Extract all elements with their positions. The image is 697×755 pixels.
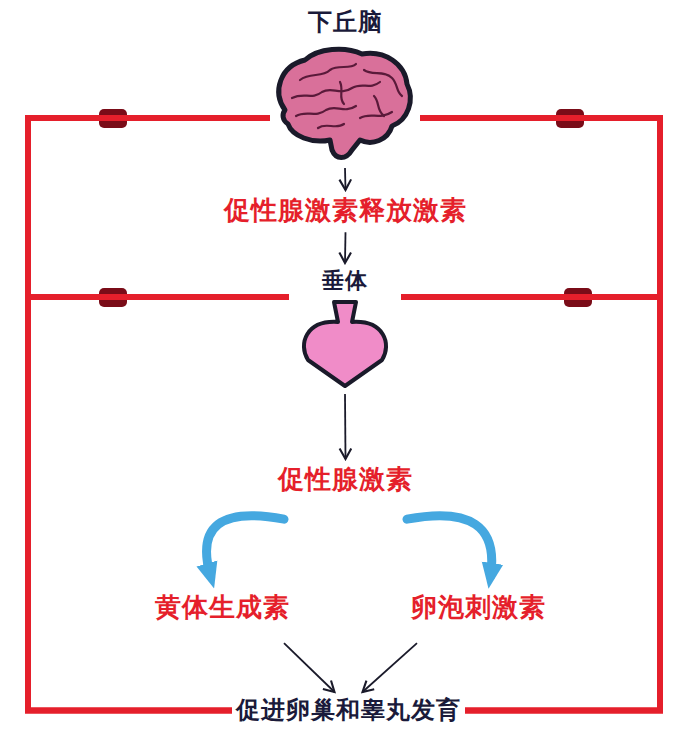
pituitary-illustration xyxy=(304,302,386,386)
node-text: 卵泡刺激素 xyxy=(407,590,550,625)
split-arrow xyxy=(207,516,284,576)
flow-arrow xyxy=(284,643,335,692)
flow-arrow xyxy=(344,232,346,263)
effect-label: 促进卵巢和睾丸发育 xyxy=(232,694,465,727)
feedback-line xyxy=(28,297,289,710)
node-text: 促进卵巢和睾丸发育 xyxy=(232,694,465,727)
split-arrow xyxy=(407,516,492,576)
node-text: 促性腺激素 xyxy=(274,462,417,497)
node-text: 促性腺激素释放激素 xyxy=(220,193,471,228)
brain-node: 下丘脑 xyxy=(270,6,420,164)
feedback-line xyxy=(401,297,660,710)
hormone-label: 黄体生成素 xyxy=(151,590,294,625)
node-text: 黄体生成素 xyxy=(151,590,294,625)
hormone-label: 促性腺激素 xyxy=(274,462,417,497)
brain-illustration xyxy=(279,49,410,157)
inhibition-mark xyxy=(99,109,592,307)
gland-node: 垂体 xyxy=(289,266,401,390)
flow-arrow xyxy=(344,394,346,459)
node-text: 下丘脑 xyxy=(304,6,387,39)
flow-arrow xyxy=(344,168,346,190)
flow-arrow xyxy=(363,643,418,692)
hormone-label: 卵泡刺激素 xyxy=(407,590,550,625)
node-text: 垂体 xyxy=(318,266,372,296)
hormone-label: 促性腺激素释放激素 xyxy=(220,193,471,228)
